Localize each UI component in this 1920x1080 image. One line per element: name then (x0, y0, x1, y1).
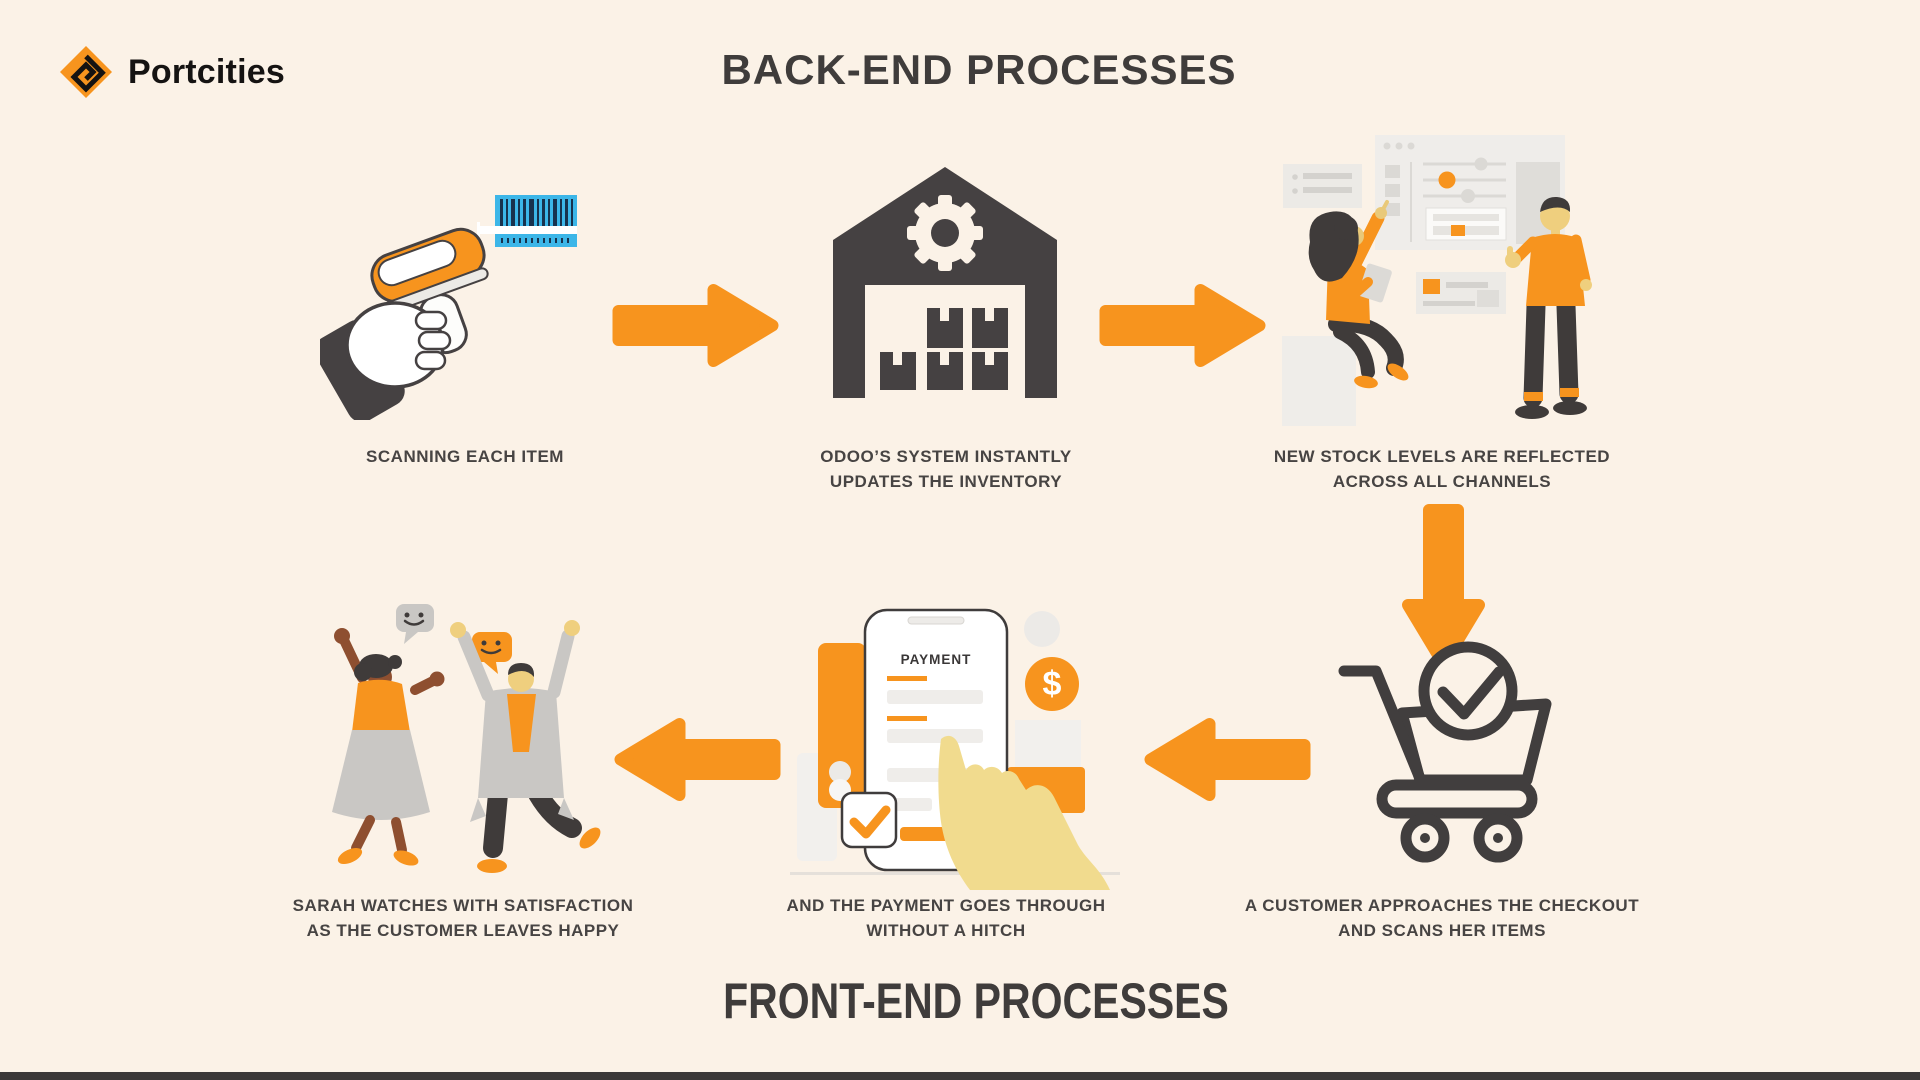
backend-title: BACK-END PROCESSES (721, 46, 1237, 93)
dancing-woman-figure (332, 628, 445, 866)
dollar-symbol: $ (1043, 665, 1062, 703)
caption-odoo-updates: ODOO’S SYSTEM INSTANTLY UPDATES THE INVE… (820, 447, 1072, 491)
hand-fist-shape (345, 301, 452, 389)
mobile-payment-illustration: $ PAYMENT (790, 608, 1120, 890)
sitting-woman-figure (1308, 200, 1409, 389)
brand-name: Portcities (128, 52, 285, 91)
seat-cube (1282, 336, 1356, 426)
caption-customer-checkout: A CUSTOMER APPROACHES THE CHECKOUT AND S… (1244, 896, 1640, 940)
standing-man-figure (1505, 196, 1592, 419)
pointing-hand (938, 735, 1110, 890)
arrow-right-icon (1099, 284, 1266, 367)
browser-window (1375, 135, 1565, 250)
phone-screen-title: PAYMENT (901, 652, 972, 667)
brand-logo: Portcities (58, 44, 285, 100)
notification-card (1283, 164, 1362, 208)
slider-knob (1461, 189, 1475, 203)
boxes-icon (880, 308, 1008, 390)
credit-card-shape (818, 643, 866, 808)
caption-stock-levels: NEW STOCK LEVELS ARE REFLECTED ACROSS AL… (1273, 447, 1611, 491)
frontend-title: FRONT-END PROCESSES (668, 972, 1285, 1030)
celebration-illustration (332, 604, 601, 873)
caption-payment: AND THE PAYMENT GOES THROUGH WITHOUT A H… (786, 896, 1106, 940)
stock-dashboard-team-illustration (1282, 135, 1592, 426)
check-circle-icon (1418, 641, 1518, 741)
barcode-icon (477, 195, 577, 247)
cart-icon (1338, 665, 1552, 863)
dancing-man-figure (450, 620, 601, 873)
warehouse-gear-illustration (833, 167, 1057, 398)
caption-sarah: SARAH WATCHES WITH SATISFACTION AS THE C… (292, 896, 634, 940)
scanner-device-icon (370, 227, 489, 355)
barcode-scanner-illustration (320, 195, 577, 420)
footer-bar (0, 1072, 1920, 1080)
channel-card (1416, 272, 1506, 314)
baseline (790, 872, 1120, 875)
caption-scanning: SCANNING EACH ITEM (366, 447, 564, 466)
slider-knob (1474, 157, 1488, 171)
speech-bubble-gray (396, 604, 434, 644)
gear-icon (907, 195, 983, 271)
speech-bubble-orange (472, 632, 512, 674)
frontend-title-text: FRONT-END PROCESSES (723, 973, 1229, 1029)
scanline (480, 226, 577, 234)
checkbox-icon (840, 791, 898, 849)
arrow-right-icon (612, 284, 779, 367)
checkout-cart-illustration (1338, 641, 1552, 863)
arrow-down-icon (1402, 504, 1485, 670)
gray-circle-shape (1024, 611, 1060, 647)
slider-knob-orange (1438, 171, 1456, 189)
arrow-left-icon (1144, 718, 1311, 801)
gray-panel-shape (1015, 720, 1081, 768)
dollar-coin-icon: $ (1025, 657, 1079, 711)
portcities-diamond-logo-icon (60, 46, 112, 98)
scanline-tick (477, 222, 480, 237)
arrow-left-icon (614, 718, 781, 801)
